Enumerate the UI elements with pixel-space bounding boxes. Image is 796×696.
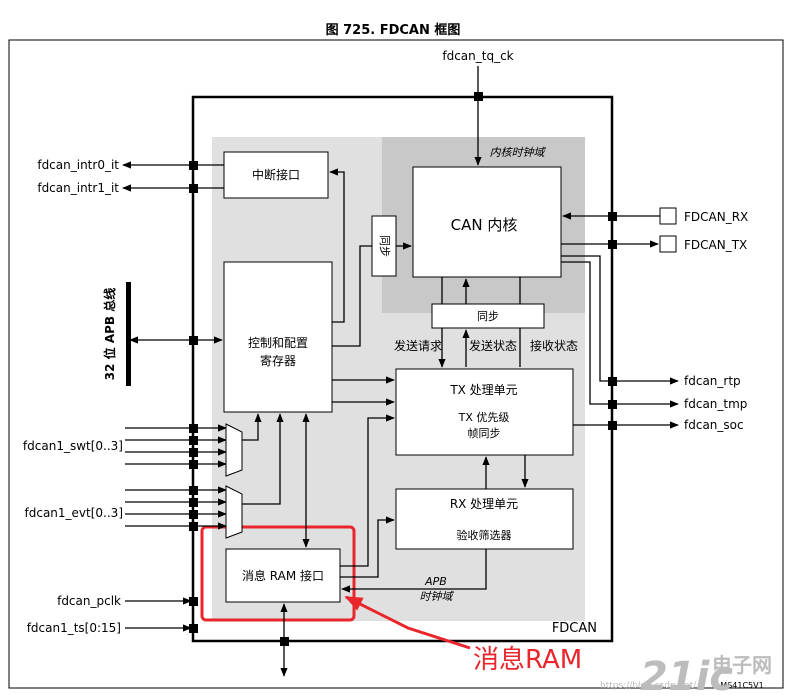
control-config-label-1: 控制和配置 [248, 336, 308, 350]
fdcan-block-label: FDCAN [552, 621, 597, 636]
pin-tx [608, 240, 617, 249]
pin-msg-ram [280, 637, 289, 646]
sync-block-horizontal [431, 303, 545, 329]
fdcan-tx-label: FDCAN_TX [684, 238, 747, 252]
pin-evt-0 [189, 486, 198, 495]
tq-ck-label: fdcan_tq_ck [442, 49, 513, 63]
soc-label: fdcan_soc [684, 418, 744, 432]
pin-apb [189, 336, 198, 345]
boundary-pins [189, 92, 617, 646]
watermark-url: https://blog.csdn.net/ [600, 681, 697, 691]
tmp-wire [561, 261, 679, 408]
interrupt-interface-label: 中断接口 [252, 167, 300, 182]
can-core-label: CAN 内核 [451, 216, 518, 234]
intr1-label: fdcan_intr1_it [37, 181, 119, 195]
pin-rtp [608, 377, 617, 386]
rx-pad [659, 207, 677, 225]
figure-code: MS41C5V1 [720, 681, 763, 690]
rx-to-msgram-wire [341, 549, 487, 593]
pin-evt-2 [189, 510, 198, 519]
rtp-label: fdcan_rtp [684, 374, 741, 388]
apb-bus-label: 32 位 APB 总线 [102, 288, 117, 380]
pin-evt-3 [189, 522, 198, 531]
tx-priority-label: TX 优先级 [458, 411, 510, 424]
pin-swt-0 [189, 424, 198, 433]
tx-handler-block [395, 368, 574, 456]
msgram-to-tx-wire [340, 414, 395, 567]
pin-swt-2 [189, 448, 198, 457]
message-ram-interface-label: 消息 RAM 接口 [242, 568, 324, 583]
control-config-label-2: 寄存器 [260, 353, 296, 368]
message-ram-highlight [200, 525, 356, 622]
swt-mux [225, 423, 243, 477]
rx-handler-title: RX 处理单元 [450, 497, 518, 511]
pin-tmp [608, 400, 617, 409]
ts-label: fdcan1_ts[0:15] [27, 621, 121, 635]
rtp-wire [561, 255, 679, 385]
intr0-label: fdcan_intr0_it [37, 158, 119, 172]
watermark-cn: 电子网 [712, 653, 772, 677]
outer-frame [8, 39, 784, 689]
can-core-block [412, 166, 562, 278]
pin-evt-1 [189, 498, 198, 507]
annotation-arrow [344, 595, 471, 650]
control-config-registers-block [223, 261, 333, 413]
pin-tq-ck [474, 92, 483, 101]
tmp-label: fdcan_tmp [684, 397, 747, 411]
rx-handler-block [395, 488, 574, 550]
send-state-label: 发送状态 [469, 338, 517, 353]
pin-swt-3 [189, 460, 198, 469]
apb-clock-domain-label-2: 时钟域 [420, 590, 455, 603]
acceptance-filter-label: 验收筛选器 [457, 528, 512, 542]
message-ram-interface-block [225, 548, 341, 603]
recv-state-label: 接收状态 [530, 338, 578, 353]
pclk-label: fdcan_pclk [57, 594, 121, 608]
pin-soc [608, 421, 617, 430]
pin-rx [608, 212, 617, 221]
evt-mux [225, 485, 243, 539]
evt-label: fdcan1_evt[0..3] [25, 506, 123, 520]
interrupt-interface-block [223, 151, 329, 199]
send-request-label: 发送请求 [394, 338, 442, 353]
sync-vertical-label: 同步 [378, 235, 391, 257]
ctrl-to-interrupt-wire [329, 168, 345, 323]
tx-pad [659, 235, 677, 253]
core-clock-domain-label: 内核时钟域 [490, 146, 547, 159]
swt-mux-to-ctrl-wire [242, 413, 262, 441]
ctrl-to-sync-wire [332, 245, 372, 347]
pin-pclk [189, 597, 198, 606]
apb-clock-domain-label-1: APB [424, 575, 447, 588]
figure-title: 图 725. FDCAN 框图 [326, 22, 461, 38]
annotation-label: 消息RAM [473, 645, 582, 675]
apb-bus-bar [126, 282, 131, 386]
pin-ts [189, 624, 198, 633]
msgram-to-rx-wire [340, 516, 395, 578]
tx-frame-sync-label: 帧同步 [468, 426, 501, 440]
swt-label: fdcan1_swt[0..3] [23, 439, 123, 453]
sync-block-vertical [371, 215, 397, 277]
pin-intr1 [189, 184, 198, 193]
watermark-brand: 21ic [640, 654, 733, 696]
evt-mux-to-ctrl-wire [242, 413, 284, 505]
pin-swt-1 [189, 436, 198, 445]
pin-intr0 [189, 161, 198, 170]
tx-handler-title: TX 处理单元 [449, 383, 517, 397]
sync-horizontal-label: 同步 [477, 310, 499, 323]
fdcan-rx-label: FDCAN_RX [684, 210, 748, 224]
